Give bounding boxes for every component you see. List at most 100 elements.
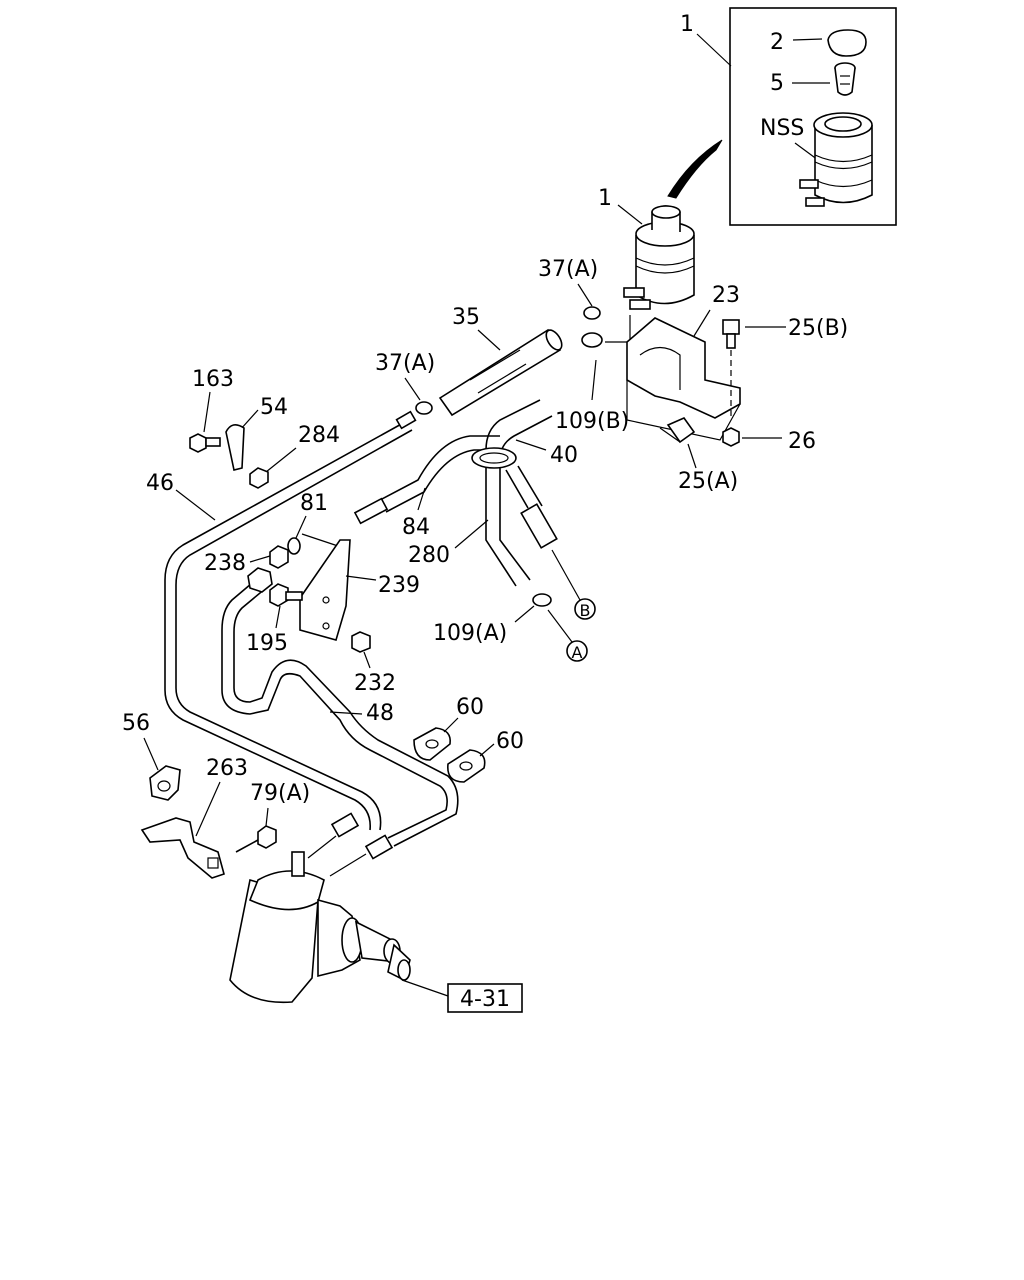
bolt-195-icon (269, 583, 303, 607)
callout-clamp-37a-mid: 37(A) (375, 351, 435, 376)
nut-284-icon (249, 467, 269, 489)
bolt-25a-icon (659, 417, 696, 444)
leader-46 (175, 489, 216, 521)
inset-pointer-arrow (667, 139, 723, 199)
leader-84 (417, 487, 426, 511)
leader-239 (345, 575, 377, 581)
hose-35-icon (438, 328, 563, 417)
callout-bracket-239: 239 (378, 573, 420, 598)
callout-bolt-79a: 79(A) (250, 781, 310, 806)
callout-bolt-25a: 25(A) (678, 469, 738, 494)
nut-26-icon (722, 427, 740, 447)
inset-frame (729, 7, 897, 226)
clip-54-icon (225, 424, 245, 471)
leader-280 (454, 519, 489, 549)
leader-40 (515, 439, 547, 451)
callout-bolt-195: 195 (246, 631, 288, 656)
leader-238 (249, 555, 271, 563)
nut-232-icon (351, 631, 371, 653)
callout-nut-238: 238 (204, 551, 246, 576)
leader-ref-b (551, 549, 581, 601)
clip-60a-icon (413, 727, 452, 761)
leader-56 (143, 737, 159, 771)
inset-label-1: 1 (680, 12, 694, 37)
leader-195 (275, 605, 281, 629)
leader-4-31 (401, 979, 449, 997)
nss-reservoir-icon (799, 112, 873, 207)
callout-clamp-40: 40 (550, 443, 578, 468)
pipe-48-icon (221, 567, 459, 847)
leader-ref-a (547, 609, 573, 643)
bolt-163-icon (189, 433, 221, 453)
callout-clip-56: 56 (122, 711, 150, 736)
callout-clamp-37a-top: 37(A) (538, 257, 598, 282)
leader-35 (477, 329, 501, 351)
ref-b-circle (574, 598, 596, 620)
leader-60a (443, 717, 459, 733)
callout-bolt-25b: 25(B) (788, 316, 848, 341)
leader-25a (687, 443, 697, 469)
inset-leader-1 (696, 33, 732, 67)
bracket-239-icon (299, 539, 351, 641)
callout-reservoir: 1 (598, 186, 612, 211)
ref-4-31-box (447, 983, 523, 1013)
inset-label-5: 5 (770, 71, 784, 96)
strainer-icon (834, 62, 856, 96)
inset-box: 1 2 5 NSS (680, 7, 897, 226)
leader-232 (363, 651, 371, 669)
connector-109b (605, 315, 631, 343)
leader-163 (203, 391, 211, 433)
pipe-46-icon (164, 410, 417, 831)
clamp-109a-icon (532, 593, 552, 607)
leader-109a (514, 605, 535, 623)
ref-b-label: B (580, 601, 591, 620)
leader-48 (329, 711, 363, 715)
callout-clip-60b: 60 (496, 729, 524, 754)
leader-263 (195, 781, 221, 837)
callout-pipe-46: 46 (146, 471, 174, 496)
callout-bracket: 23 (712, 283, 740, 308)
clamp-109b-icon (581, 332, 603, 348)
leader-79a (265, 807, 269, 827)
callout-clamp-109a: 109(A) (433, 621, 507, 646)
callout-clip-60a: 60 (456, 695, 484, 720)
bolt-25b-icon (722, 319, 740, 349)
callout-hose-84: 84 (402, 515, 430, 540)
leader-37a-mid (404, 377, 421, 401)
nut-238-icon (269, 545, 289, 569)
clip-56-icon (149, 765, 181, 801)
callout-nut-232: 232 (354, 671, 396, 696)
hose-84-icon (353, 435, 500, 525)
fitting-right-icon (329, 834, 394, 877)
callout-clip-54: 54 (260, 395, 288, 420)
fitting-left-icon (307, 812, 360, 859)
inset-label-nss: NSS (760, 116, 804, 141)
leader-109b (591, 359, 597, 401)
clip-60b-icon (447, 749, 486, 783)
clamp-40-icon (471, 447, 517, 469)
clamp-37a-mid-icon (415, 401, 433, 415)
callout-nut-26: 26 (788, 429, 816, 454)
callout-clamp-109b: 109(B) (555, 409, 629, 434)
ref-a-circle (566, 640, 588, 662)
leader-37a-top (577, 283, 593, 307)
callout-pipe-48: 48 (366, 701, 394, 726)
callout-bracket-263: 263 (206, 756, 248, 781)
hose-280-icon (485, 399, 558, 587)
callout-hose-280: 280 (408, 543, 450, 568)
inset-leader-nss (794, 142, 819, 161)
callout-hose-35: 35 (452, 305, 480, 330)
bracket-263-icon (140, 817, 225, 879)
bolt-79a-icon (235, 825, 277, 853)
leader-81 (295, 515, 307, 539)
clamp-37a-top-icon (583, 306, 601, 320)
leader-bracket (693, 309, 711, 337)
reservoir-icon (623, 205, 695, 310)
connector-81 (301, 533, 339, 547)
washer-81-icon (287, 537, 301, 555)
ref-a-label: A (572, 643, 583, 662)
leader-284 (265, 447, 297, 473)
callout-bolt-163: 163 (192, 367, 234, 392)
